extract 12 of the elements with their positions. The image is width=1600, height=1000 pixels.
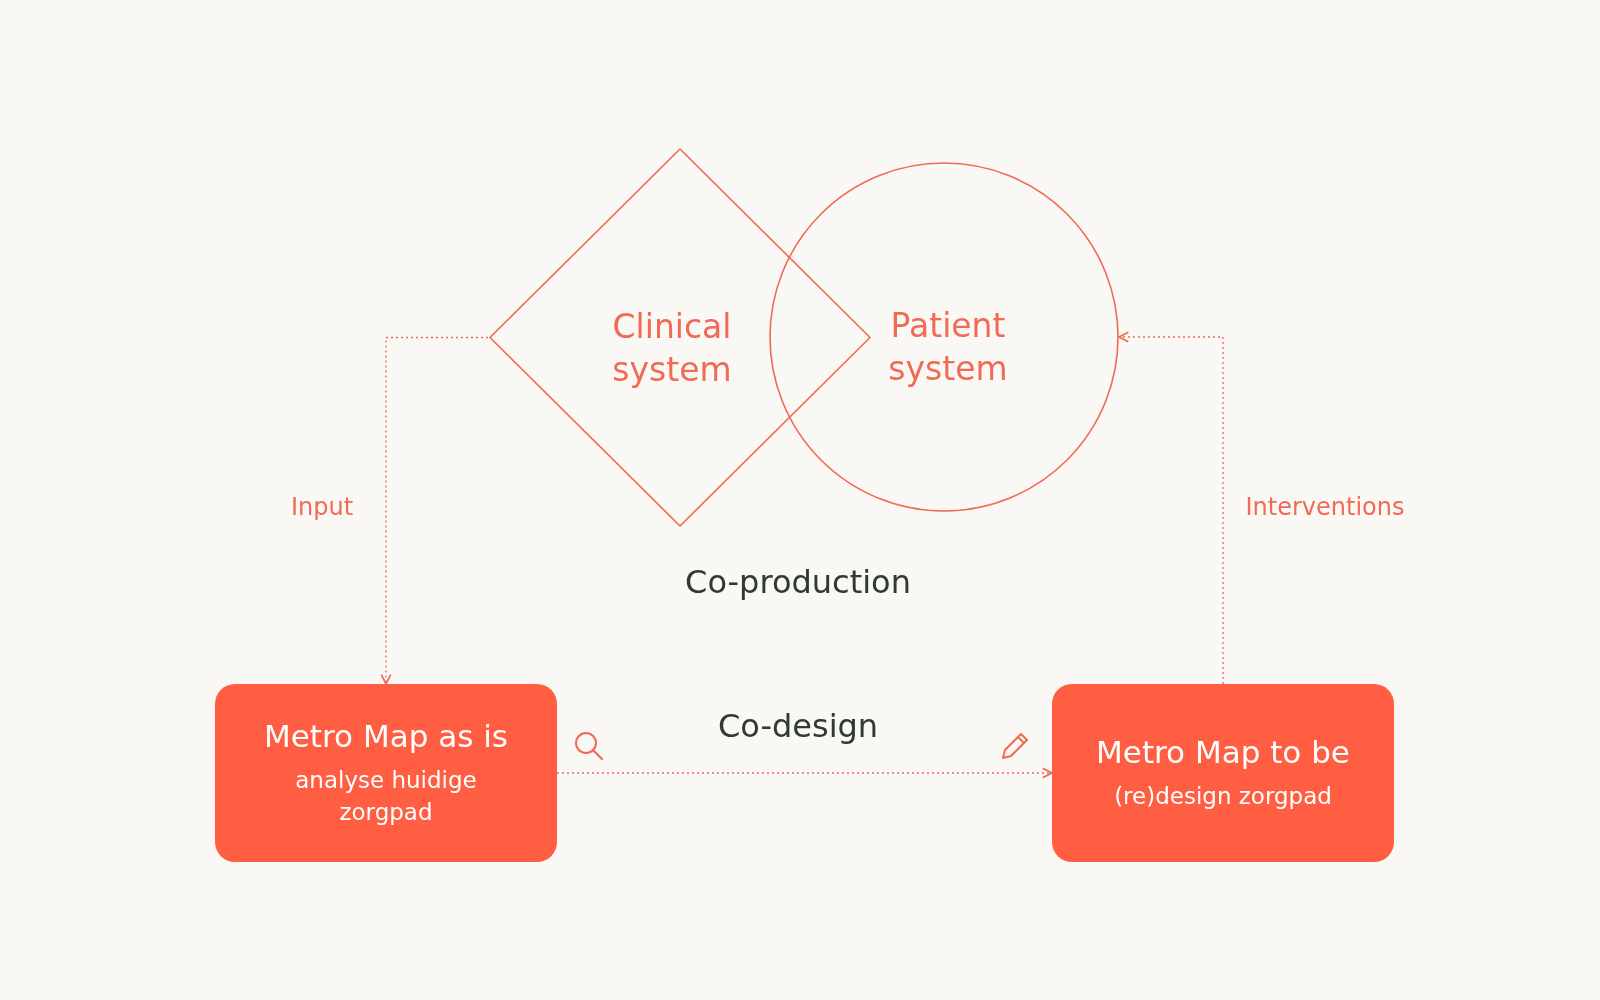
diamond-shape bbox=[488, 147, 872, 528]
arrow bbox=[380, 336, 489, 685]
box-subtitle: analyse huidige zorgpad bbox=[294, 766, 478, 827]
node-label: Clinical system bbox=[611, 305, 733, 391]
node-label: Patient system bbox=[887, 305, 1009, 390]
box-subtitle: (re)design zorgpad bbox=[1114, 782, 1332, 811]
box-title: Metro Map to be bbox=[1096, 734, 1350, 770]
box-title: Metro Map as is bbox=[264, 718, 508, 754]
process-box bbox=[215, 684, 557, 862]
process-box bbox=[1052, 684, 1394, 862]
circle-shape bbox=[769, 162, 1119, 512]
arrow bbox=[1118, 331, 1224, 685]
